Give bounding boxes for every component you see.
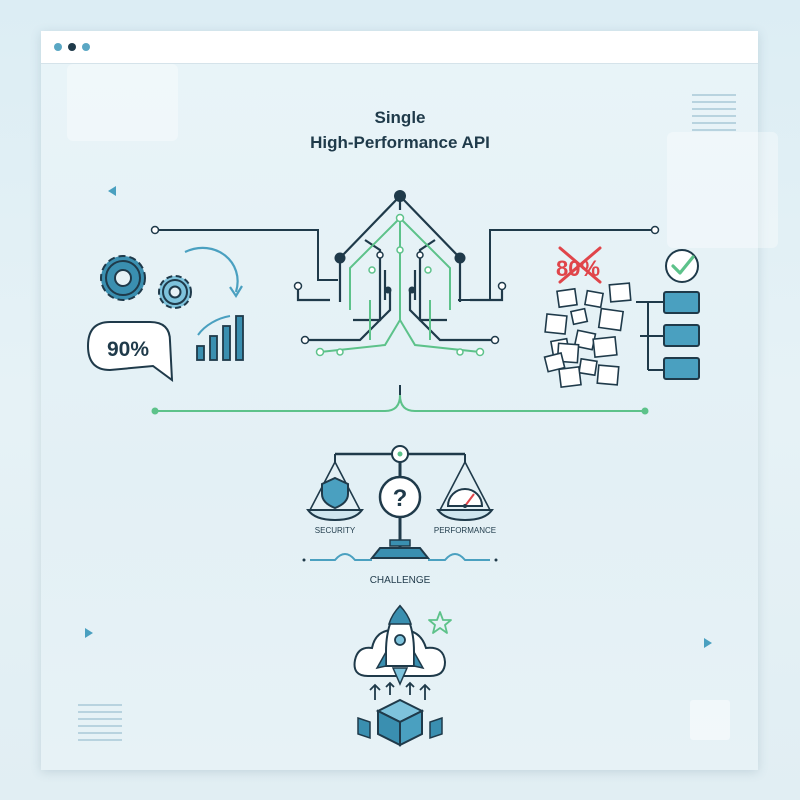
checkmark-icon — [665, 249, 699, 283]
window-dot-icon[interactable] — [54, 43, 62, 51]
challenge-label: CHALLENGE — [370, 575, 431, 586]
bracket-node — [151, 407, 159, 415]
decor-card — [667, 132, 778, 248]
triangle-left-icon — [108, 186, 116, 196]
decor-card — [690, 700, 730, 740]
up-arrow-icon — [369, 681, 431, 700]
gauge-icon — [446, 488, 484, 508]
bar-chart-icon — [196, 315, 244, 361]
cross-icon — [558, 246, 602, 284]
triangle-right-icon — [85, 628, 93, 638]
question-symbol: ? — [393, 485, 408, 512]
window-dot-icon[interactable] — [68, 43, 76, 51]
connector-node — [150, 225, 160, 235]
gear-icon — [158, 275, 192, 309]
decor-card — [67, 64, 178, 141]
rocket-icon — [375, 604, 425, 686]
gear-icon — [100, 255, 146, 301]
refresh-arrow-icon — [184, 246, 243, 336]
question-icon — [378, 475, 422, 519]
decor-lines-icon — [692, 94, 736, 131]
decor-lines-icon — [78, 704, 122, 741]
background-decorations — [67, 64, 778, 741]
left-metric: 90% — [107, 338, 149, 361]
window-dot-icon[interactable] — [82, 43, 90, 51]
scattered-blocks-icon — [543, 282, 632, 389]
stacked-list-icon — [636, 291, 700, 380]
security-label: SECURITY — [315, 526, 356, 535]
performance-label: PERFORMANCE — [434, 526, 496, 535]
window-titlebar — [41, 31, 758, 64]
circuit-tree-icon — [293, 190, 507, 357]
triangle-right-icon — [704, 638, 712, 648]
speech-bubble-icon — [86, 321, 174, 383]
cube-icon — [357, 698, 443, 747]
wave-line — [302, 553, 498, 562]
right-panel: 80% — [543, 246, 700, 389]
bracket-node — [641, 407, 649, 415]
left-panel: 90% — [86, 246, 244, 383]
title-line-2: High-Performance API — [310, 133, 490, 152]
shield-icon — [321, 476, 349, 510]
bracket-line — [151, 385, 649, 415]
title-line-1: Single — [374, 108, 425, 127]
connector-node — [650, 225, 660, 235]
star-icon — [428, 611, 452, 634]
